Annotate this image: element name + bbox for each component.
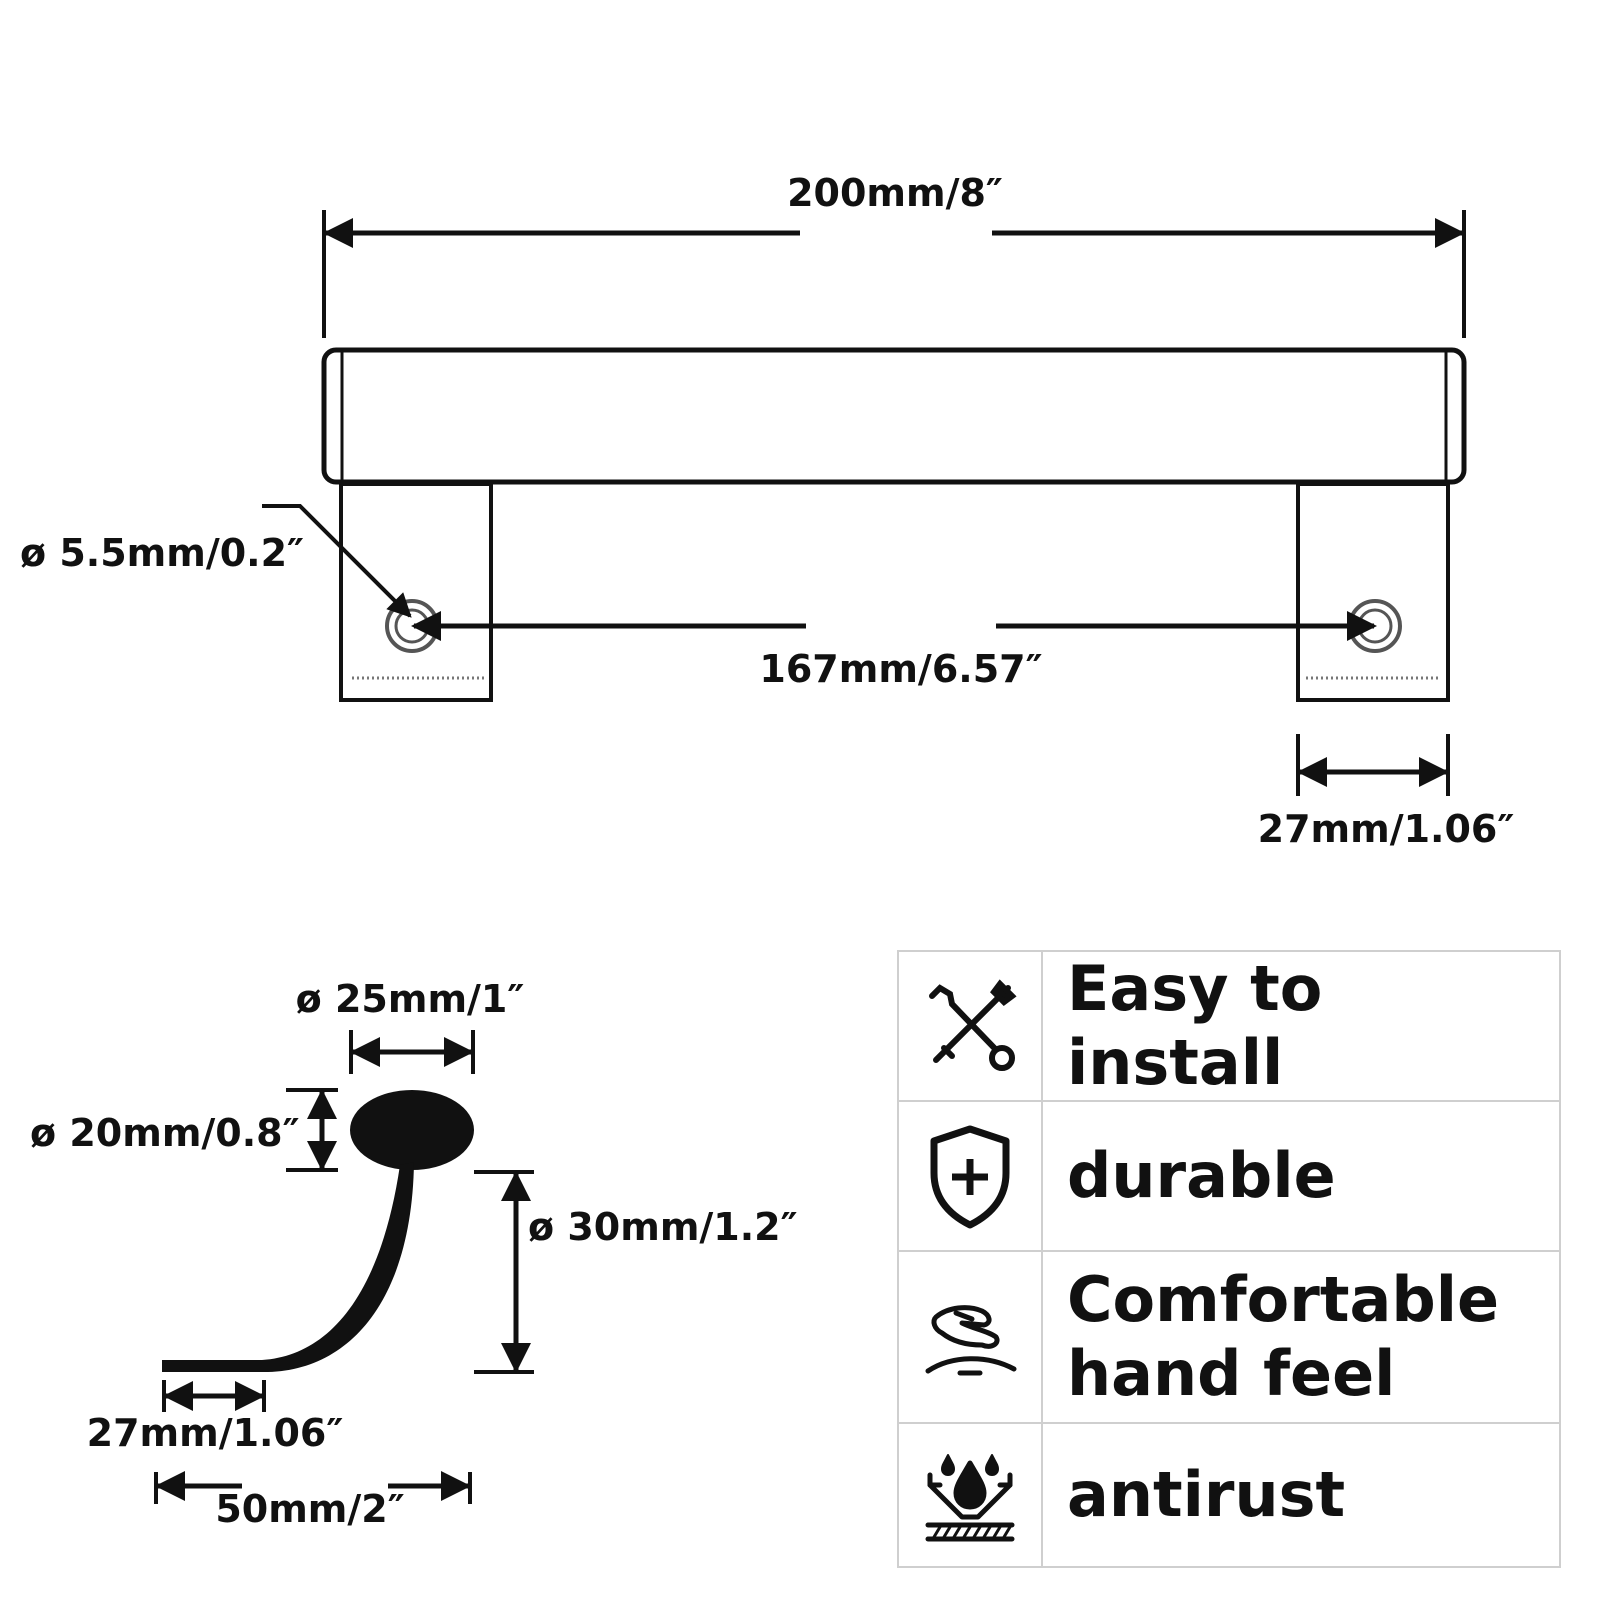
- right-post: [1296, 482, 1450, 702]
- height-label: ø 30mm/1.2″: [528, 1205, 798, 1249]
- water-drop-icon: [899, 1445, 1041, 1545]
- feature-label: Easy to install: [1041, 950, 1561, 1102]
- hand-touch-icon: [899, 1289, 1041, 1385]
- feature-label: antirust: [1041, 1422, 1561, 1568]
- post-profile: [162, 1162, 414, 1372]
- bar-diameter-label: ø 25mm/1″: [296, 977, 525, 1021]
- shield-plus-icon: [899, 1121, 1041, 1231]
- post-width-label: 27mm/1.06″: [1258, 807, 1515, 851]
- overall-length-label: 200mm/8″: [787, 171, 1003, 215]
- feature-label: durable: [1041, 1100, 1561, 1252]
- feature-row: antirust: [897, 1422, 1561, 1568]
- front-view: [262, 210, 1467, 796]
- handle-bar: [321, 347, 1467, 485]
- bar-cross-section: [350, 1090, 474, 1170]
- left-post: [339, 482, 493, 702]
- base-width-label: 27mm/1.06″: [87, 1411, 344, 1455]
- features-table: Easy to install durable: [897, 950, 1561, 1568]
- post-diameter-label: ø 20mm/0.8″: [30, 1111, 300, 1155]
- projection-label: 50mm/2″: [215, 1487, 404, 1531]
- feature-label: Comfortable hand feel: [1041, 1250, 1561, 1424]
- side-view: [154, 1030, 534, 1504]
- hole-diameter-label: ø 5.5mm/0.2″: [20, 531, 304, 575]
- feature-row: Comfortable hand feel: [897, 1250, 1561, 1424]
- feature-row: durable: [897, 1100, 1561, 1252]
- feature-row: Easy to install: [897, 950, 1561, 1102]
- hole-spacing-label: 167mm/6.57″: [759, 647, 1042, 691]
- tools-icon: [899, 978, 1041, 1074]
